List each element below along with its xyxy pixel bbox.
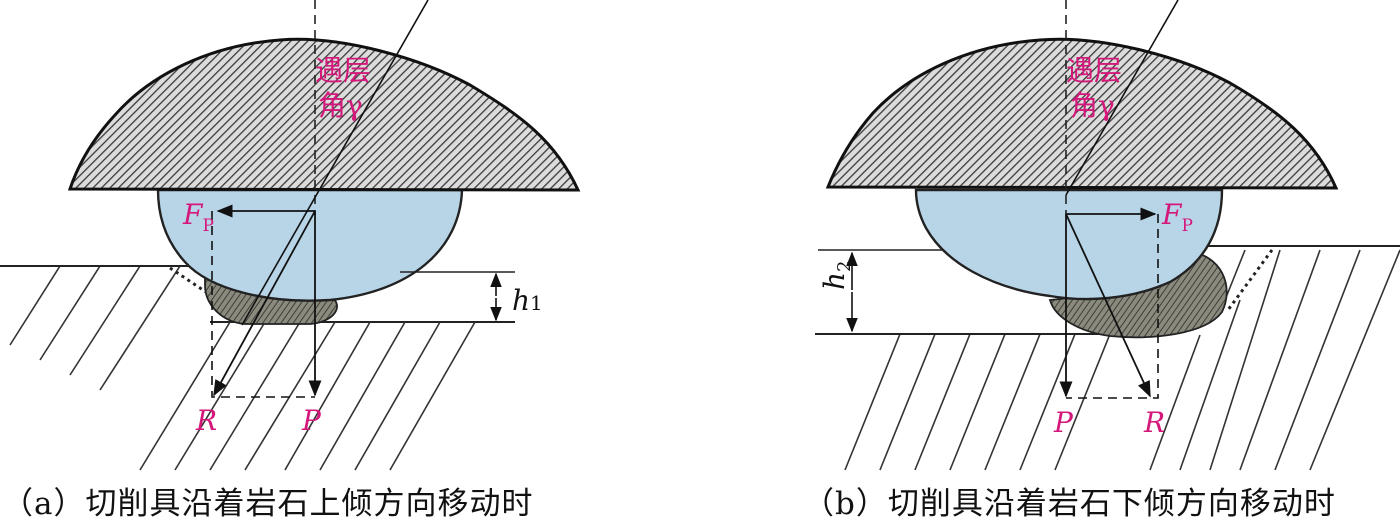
force-r-label: R: [1143, 406, 1165, 439]
force-r-arrow: [213, 210, 316, 397]
panel-b: 遇层 角γ FP P R h2: [815, 0, 1400, 471]
rock-strata-hatch: [9, 267, 476, 471]
angle-label-line2: 角γ: [1070, 89, 1115, 122]
cutter-body: [156, 188, 464, 302]
force-parallelogram-dashed: [211, 211, 315, 398]
caption-b: （b）切削具沿着岩石下倾方向移动时: [803, 486, 1336, 522]
chip-dotted-boundary: [169, 266, 219, 302]
h2-label: h2: [818, 261, 855, 291]
force-r-arrow: [1065, 213, 1151, 398]
rock-strata-hatch-right: [1149, 249, 1400, 471]
cutter-cap: [67, 37, 581, 192]
angle-label-line1: 遇层: [1066, 54, 1122, 87]
angle-label-line2: 角γ: [318, 89, 363, 122]
force-r-label: R: [195, 404, 217, 437]
chip-dotted-boundary: [1226, 249, 1274, 311]
cutter-cap: [825, 37, 1339, 190]
caption-a: （a）切削具沿着岩石上倾方向移动时: [2, 486, 534, 522]
panel-a: 遇层 角γ FP R P h1: [0, 0, 581, 471]
force-fp-label: FP: [1161, 198, 1193, 236]
rock-strata-hatch: [844, 335, 1111, 471]
force-fp-label: FP: [182, 198, 214, 236]
angle-label-line1: 遇层: [315, 54, 371, 87]
force-p-label: P: [301, 404, 322, 437]
h1-label: h1: [512, 284, 543, 317]
force-p-label: P: [1053, 406, 1074, 439]
force-parallelogram-dashed: [1066, 214, 1159, 399]
bedding-line: [241, 0, 429, 326]
bedding-line: [1065, 0, 1179, 196]
